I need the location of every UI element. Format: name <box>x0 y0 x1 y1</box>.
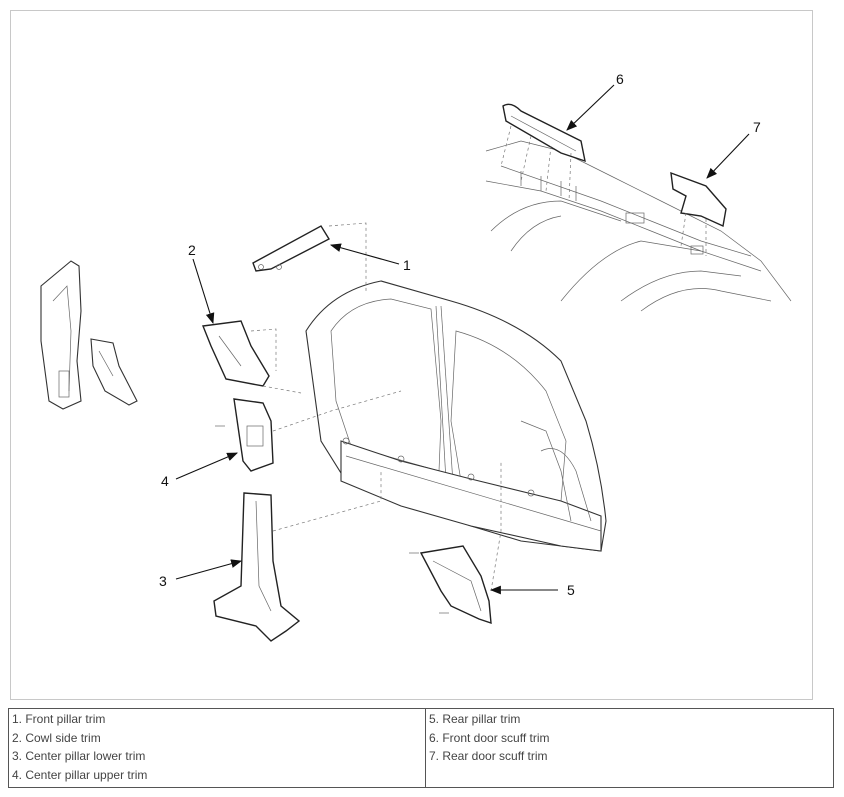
left-side-view <box>40 260 138 410</box>
legend-item: 1. Front pillar trim <box>12 712 106 726</box>
rear-pillar-trim <box>409 461 502 625</box>
cowl-side-trim <box>202 320 302 394</box>
legend-item: 5. Rear pillar trim <box>429 712 521 726</box>
center-pillar-upper-trim <box>215 390 402 472</box>
callout-3: 3 <box>159 573 167 589</box>
diagram-frame: 1 2 3 4 5 6 7 <box>10 10 813 700</box>
body-side-frame <box>305 280 607 552</box>
callout-7: 7 <box>753 119 761 135</box>
legend-left-column: 1. Front pillar trim 2. Cowl side trim 3… <box>8 708 426 788</box>
legend-right-column: 5. Rear pillar trim 6. Front door scuff … <box>425 708 834 788</box>
callout-6: 6 <box>616 71 624 87</box>
floor-panel <box>485 140 792 312</box>
rear-door-scuff-trim <box>670 171 727 256</box>
legend-item: 3. Center pillar lower trim <box>12 749 146 763</box>
callout-2: 2 <box>188 242 196 258</box>
front-door-scuff-trim <box>500 103 586 202</box>
legend-item: 6. Front door scuff trim <box>429 730 550 745</box>
front-pillar-trim <box>252 222 367 291</box>
callout-1: 1 <box>403 257 411 273</box>
callout-4: 4 <box>161 473 169 489</box>
legend-item: 4. Center pillar upper trim <box>12 767 148 782</box>
center-pillar-lower-trim <box>213 471 382 642</box>
parts-legend-table: 1. Front pillar trim 2. Cowl side trim 3… <box>8 708 834 788</box>
exploded-view-diagram: 1 2 3 4 5 6 7 <box>40 71 792 642</box>
legend-item: 7. Rear door scuff trim <box>429 749 548 763</box>
callout-5: 5 <box>567 582 575 598</box>
legend-item: 2. Cowl side trim <box>12 730 101 745</box>
